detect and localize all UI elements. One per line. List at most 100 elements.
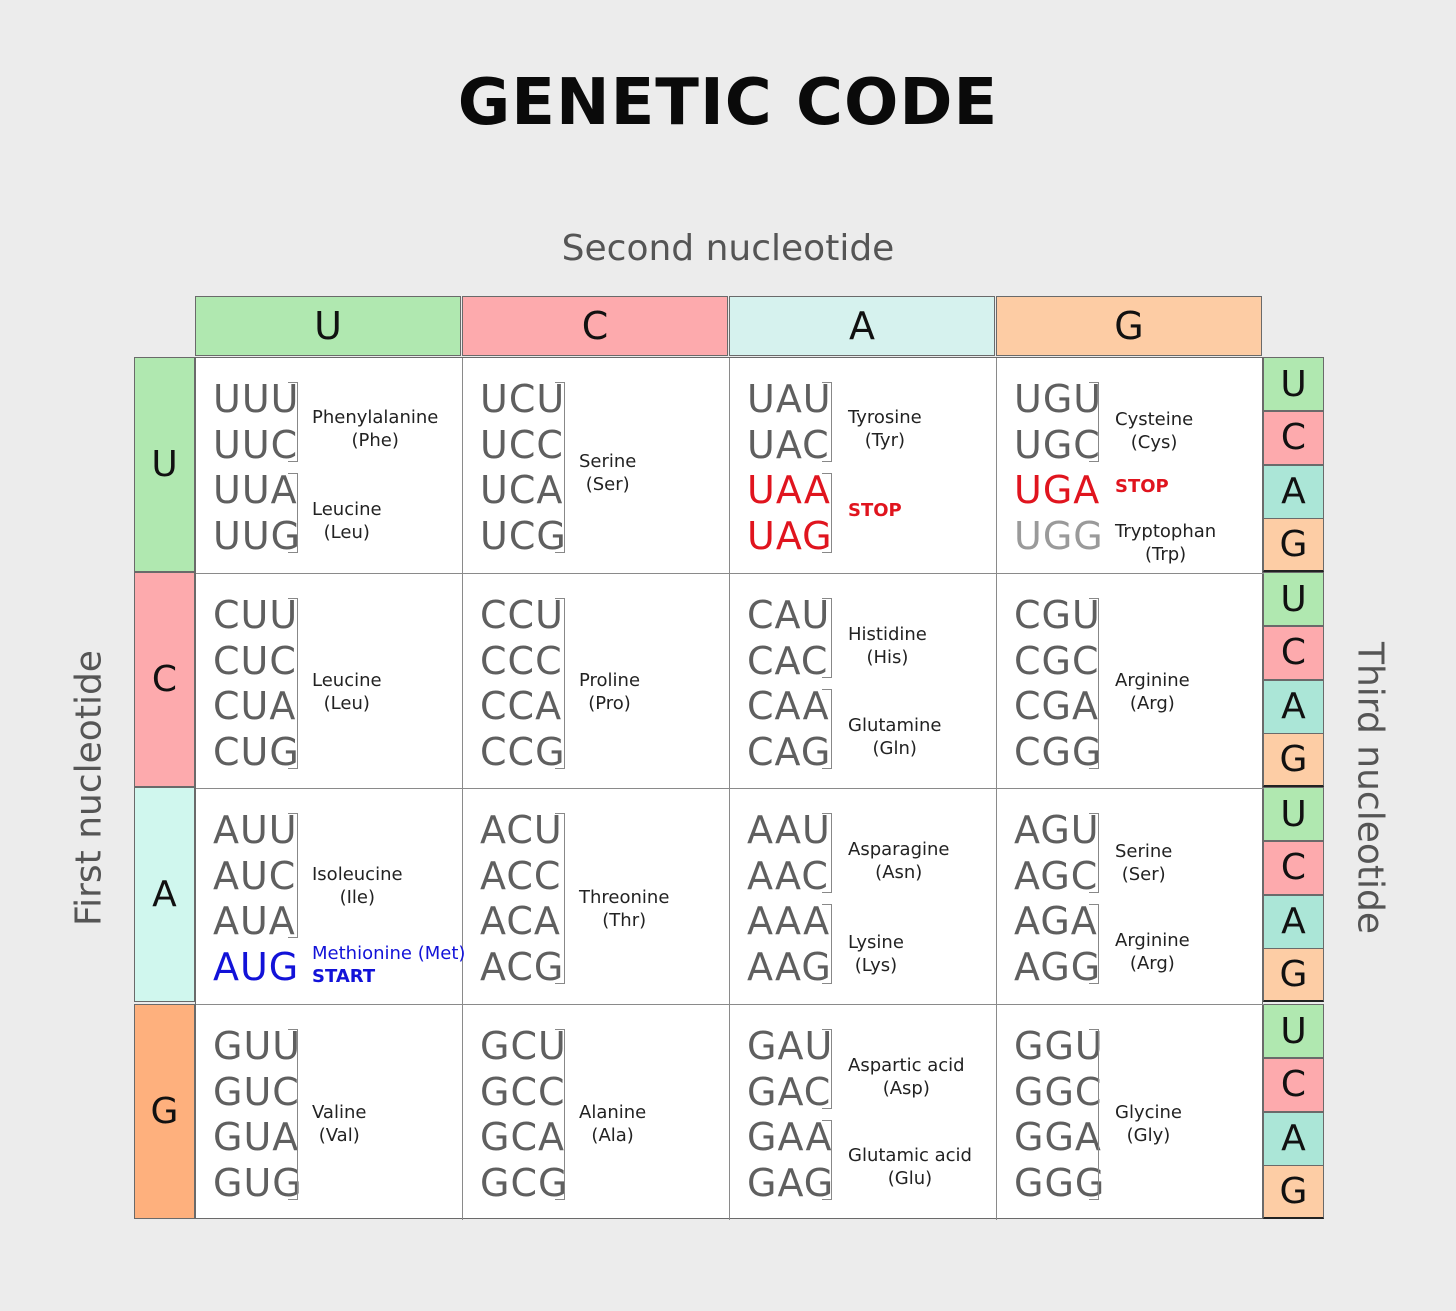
amino-acid-label: STOP [1115,475,1169,498]
codon: AGC [1014,854,1099,898]
amino-acid-abbr: (Gly) [1126,1124,1171,1146]
third-base-u: U [1263,1004,1324,1058]
amino-acid-label: Leucine(Leu) [312,498,382,544]
codon: UAA [747,468,831,512]
amino-acid-abbr: (Asn) [875,862,923,883]
amino-acid-abbr: (Trp) [1144,544,1187,565]
amino-acid-label: Serine(Ser) [1115,840,1172,886]
amino-acid-label: Arginine(Arg) [1115,929,1190,975]
codon: UGC [1014,423,1101,467]
third-base-u: U [1263,357,1324,411]
amino-acid-label: Cysteine(Cys) [1115,408,1193,454]
codon: GUA [213,1114,300,1159]
amino-acid-abbr: (Pro) [588,692,631,714]
codon: AAC [747,854,829,898]
codon: CAU [747,592,831,637]
first-nucleotide-label: First nucleotide [68,650,110,926]
codon: GCU [480,1023,567,1068]
codon-bracket [822,473,832,553]
codon: CGA [1014,683,1099,728]
amino-acid-label: Asparagine(Asn) [848,838,950,884]
codon: GGC [1014,1069,1103,1114]
codon-bracket [822,1119,832,1200]
amino-acid-name: Serine [1115,841,1173,862]
amino-acid-name: STOP [1115,476,1169,497]
codon: GUC [213,1069,300,1114]
third-base-c: C [1263,840,1324,895]
amino-acid-name: Histidine [848,623,927,645]
codon: UCU [480,377,566,421]
third-base-g: G [1263,518,1324,573]
codon: AUG [213,945,300,989]
codon: UCA [480,468,564,512]
codon: CUA [213,683,297,728]
amino-acid-name: Threonine [579,887,670,908]
codon: CCU [480,592,564,637]
third-base-c: C [1263,410,1324,465]
amino-acid-abbr: (His) [866,646,909,668]
codon: ACU [480,808,563,852]
first-base-g: G [134,1004,195,1219]
amino-acid-label: Glutamic acid(Glu) [848,1144,972,1190]
codon-bracket [288,473,298,553]
codon-bracket [288,1028,298,1200]
first-base-c: C [134,572,195,787]
amino-acid-label: Tryptophan(Trp) [1115,520,1216,566]
amino-acid-abbr: START [312,966,376,987]
second-base-a: A [729,296,995,356]
amino-acid-name: Phenylalanine [312,407,439,428]
codon: ACC [480,854,562,898]
codon: CAC [747,638,829,683]
codon: UAC [747,423,830,467]
codon: UGU [1014,377,1103,421]
amino-acid-abbr: (Ala) [591,1124,634,1146]
amino-acid-name: Lysine [848,932,904,953]
amino-acid-name: STOP [848,500,902,521]
amino-acid-abbr: (Thr) [602,910,647,931]
amino-acid-label: Alanine(Ala) [579,1101,646,1147]
amino-acid-label: Valine(Val) [312,1101,366,1147]
codon-bracket [555,382,565,553]
amino-acid-label: Serine(Ser) [579,450,636,496]
amino-acid-name: Tyrosine [848,407,922,428]
amino-acid-label: Threonine(Thr) [579,886,669,932]
codon: ACA [480,899,561,943]
amino-acid-label: Tyrosine(Tyr) [848,406,922,452]
amino-acid-label: Aspartic acid(Asp) [848,1054,965,1100]
codon-bracket [555,813,565,984]
codon-bracket [1089,382,1099,462]
amino-acid-label: Proline(Pro) [579,669,640,715]
amino-acid-abbr: (Ser) [585,474,630,495]
third-base-g: G [1263,1165,1324,1220]
third-nucleotide-label: Third nucleotide [1349,642,1391,934]
amino-acid-name: Glycine [1115,1101,1182,1123]
amino-acid-name: Methionine (Met) [312,943,466,964]
amino-acid-name: Tryptophan [1115,521,1217,542]
amino-acid-label: Arginine(Arg) [1115,669,1190,715]
amino-acid-label: Glutamine(Gln) [848,714,941,760]
codon: AGU [1014,808,1100,852]
amino-acid-abbr: (Phe) [351,430,399,451]
codon: GCA [480,1114,565,1159]
codon-bracket [1089,904,1099,984]
codon-bracket [822,597,832,678]
amino-acid-label: Methionine (Met)START [312,942,465,988]
codon: AAA [747,899,831,943]
third-base-a: A [1263,894,1324,949]
codon: AUC [213,854,297,898]
second-base-g: G [996,296,1262,356]
codon: ACG [480,945,565,989]
codon: AAU [747,808,831,852]
amino-acid-name: Asparagine [848,839,950,860]
third-base-c: C [1263,1057,1324,1112]
codon: GAA [747,1114,833,1159]
